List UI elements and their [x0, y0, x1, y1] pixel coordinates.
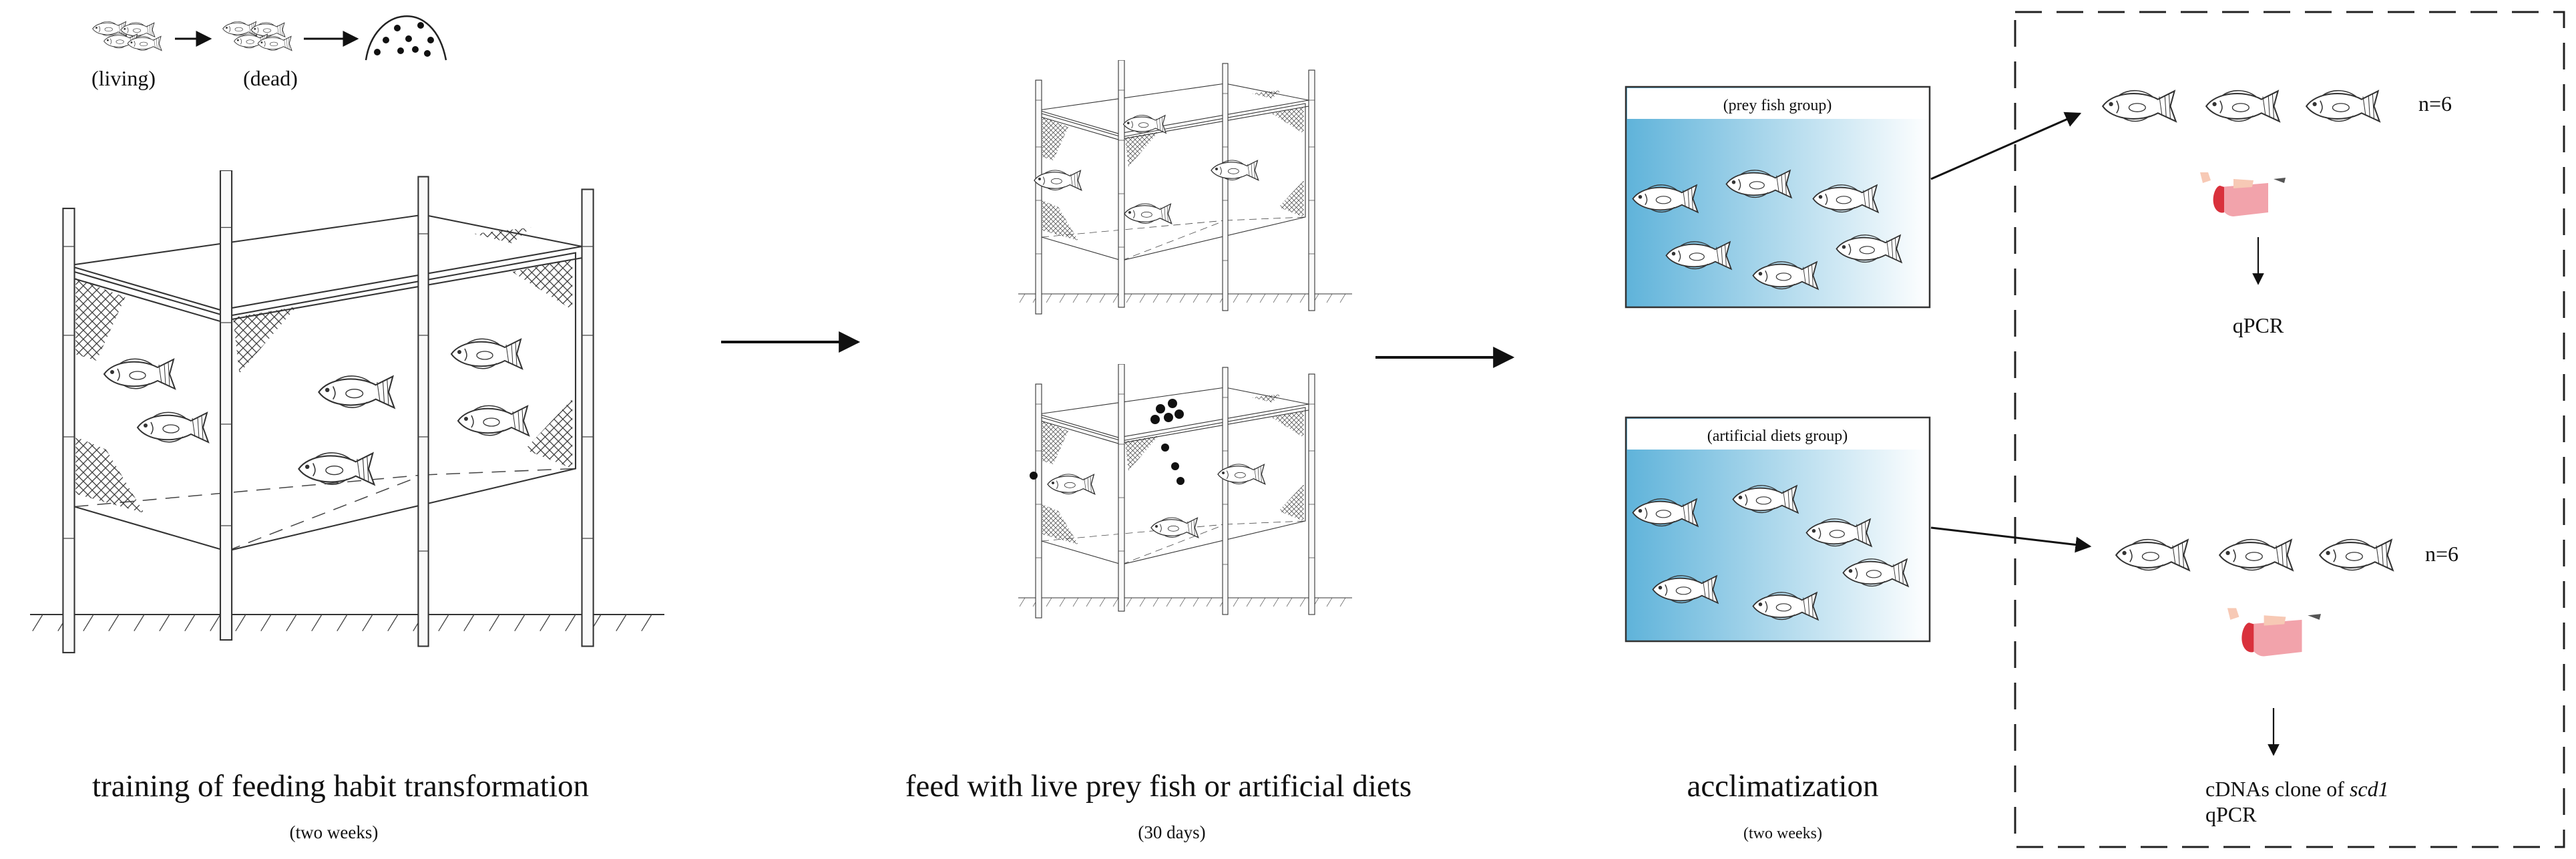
- prey-fish-group-label: (prey fish group): [1723, 97, 1832, 114]
- prey-fish-cage: [1018, 60, 1353, 315]
- feeding-sequence: (living) (dead): [91, 15, 447, 90]
- dead-label: (dead): [243, 66, 298, 90]
- results-dashed-box: [2014, 11, 2565, 848]
- prey-fish-result: n=6 qPCR: [2102, 90, 2452, 337]
- fish-icon: [2306, 90, 2380, 122]
- prey-analysis-method: qPCR: [2233, 313, 2284, 337]
- dead-fish-school-icon: [223, 21, 292, 50]
- stage-3-title: acclimatization: [1687, 769, 1878, 804]
- tank-arrow-diet: [1930, 526, 2092, 553]
- diet-sample-count: n=6: [2425, 542, 2458, 566]
- artificial-diets-group-label: (artificial diets group): [1707, 427, 1848, 445]
- living-fish-school-icon: [93, 21, 162, 50]
- fish-icon: [2115, 538, 2190, 571]
- stage-2-title: feed with live prey fish or artificial d…: [905, 769, 1412, 804]
- fish-icon: [2319, 538, 2394, 571]
- prey-fish-tank: (prey fish group): [1625, 85, 1931, 309]
- stage-1-title: training of feeding habit transformation: [92, 769, 589, 804]
- tank-arrow-prey: [1930, 112, 2082, 180]
- stage-1-subtitle: (two weeks): [290, 822, 379, 842]
- fish-icon: [2205, 90, 2280, 122]
- prey-sample-count: n=6: [2418, 92, 2452, 116]
- stage-2-subtitle: (30 days): [1138, 822, 1205, 842]
- artificial-diets-tank: (artificial diets group): [1625, 416, 1931, 643]
- tissue-organ-icon: [2200, 172, 2286, 216]
- diet-analysis-method: cDNAs clone of scd1: [2205, 777, 2389, 801]
- artificial-diet-cage: [1018, 364, 1353, 619]
- diet-pellets-icon: [1030, 399, 1185, 485]
- living-label: (living): [91, 66, 156, 90]
- artificial-diets-result: n=6 cDNAs clone of scd1 qPCR: [2115, 538, 2458, 826]
- tissue-organ-icon: [2227, 608, 2321, 657]
- artificial-diet-pellets-icon: [365, 15, 447, 61]
- training-cage: [29, 170, 666, 654]
- diet-analysis-method-2: qPCR: [2205, 802, 2257, 826]
- stage-3-subtitle: (two weeks): [1743, 825, 1822, 842]
- fish-icon: [2102, 90, 2177, 122]
- fish-icon: [2219, 538, 2294, 571]
